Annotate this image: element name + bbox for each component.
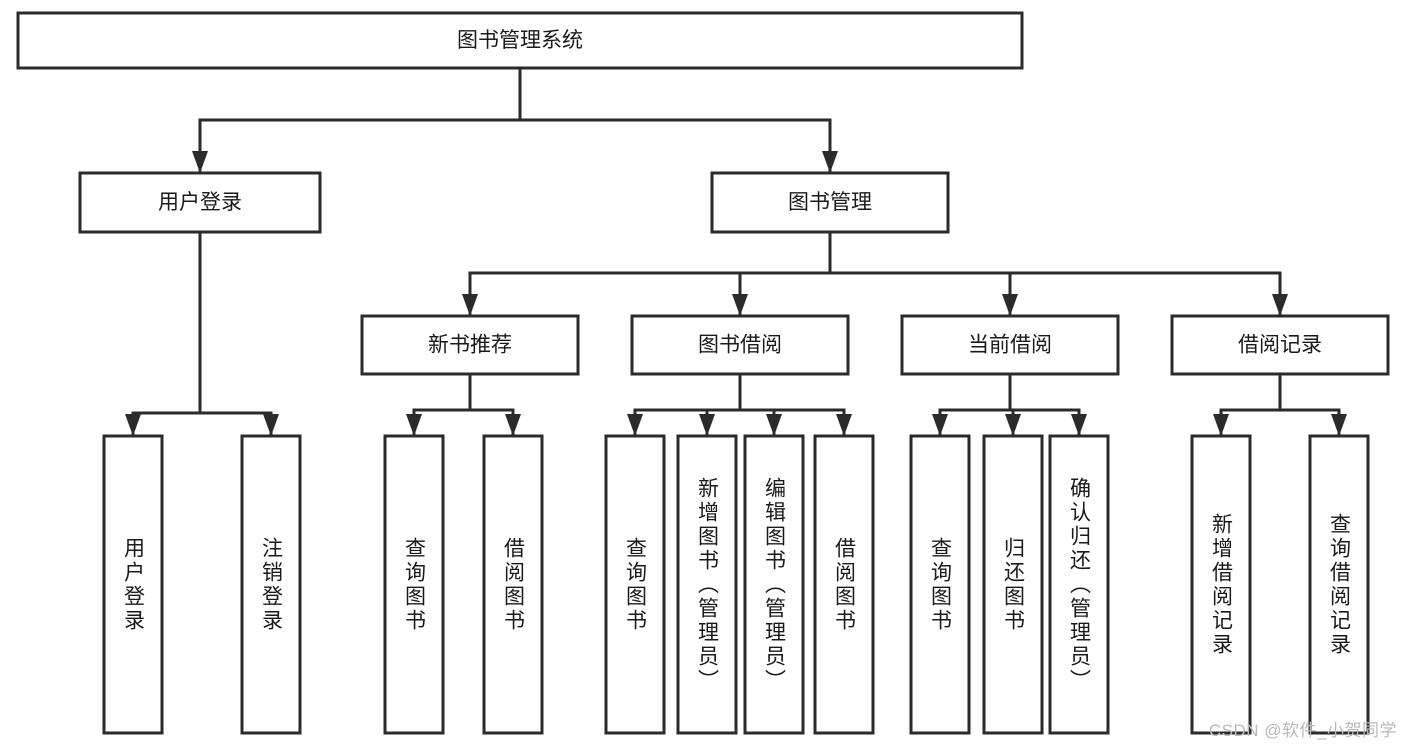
node-leaf-return-book-rect[interactable] (982, 434, 1044, 735)
node-root-rect[interactable] (16, 11, 1024, 70)
node-leaf-add-record[interactable] (1190, 434, 1252, 735)
edge-arrow-icon (263, 414, 279, 436)
edge-arrow-icon (192, 151, 208, 173)
edge-group-from-book-manage (462, 230, 1288, 317)
edge-group-from-user-login (125, 230, 279, 437)
watermark-text: CSDN @软件_小贺同学 (1208, 721, 1397, 740)
node-leaf-confirm-return[interactable] (1048, 434, 1110, 735)
node-book-manage-label: 图书管理 (788, 191, 872, 214)
edge-arrow-icon (1331, 414, 1347, 436)
edge-arrow-icon (732, 294, 748, 316)
edge-arrow-icon (836, 414, 852, 436)
node-leaf-query-book-2-rect[interactable] (604, 434, 666, 735)
edge-arrow-icon (932, 414, 948, 436)
node-borrow-record-rect[interactable] (1170, 314, 1390, 376)
node-leaf-query-book-1[interactable] (383, 434, 445, 735)
edge-arrow-icon (462, 294, 478, 316)
node-book-borrow[interactable]: 图书借阅 (630, 314, 850, 376)
node-current-borrow-rect[interactable] (900, 314, 1120, 376)
node-root[interactable]: 图书管理系统 (16, 11, 1024, 70)
node-current-borrow-label: 当前借阅 (968, 334, 1052, 357)
node-leaf-query-record[interactable] (1308, 434, 1370, 735)
edge-arrow-icon (766, 414, 782, 436)
edge-group-from-current-borrow (932, 372, 1087, 437)
node-new-book-recommend[interactable]: 新书推荐 (360, 314, 580, 376)
edge-arrow-icon (699, 414, 715, 436)
node-leaf-edit-book[interactable] (743, 434, 805, 735)
node-leaf-query-record-rect[interactable] (1308, 434, 1370, 735)
edge-group-from-root (192, 66, 838, 174)
node-leaf-edit-book-rect[interactable] (743, 434, 805, 735)
edge-arrow-icon (1002, 294, 1018, 316)
node-leaf-user-login-rect[interactable] (102, 434, 164, 735)
edge-arrow-icon (1071, 414, 1087, 436)
edge-arrow-icon (1213, 414, 1229, 436)
node-leaf-return-book[interactable] (982, 434, 1044, 735)
edge-arrow-icon (1272, 294, 1288, 316)
node-leaf-borrow-book-1[interactable] (482, 434, 544, 735)
node-new-book-recommend-label: 新书推荐 (428, 334, 512, 357)
edge-arrow-icon (125, 414, 141, 436)
node-new-book-recommend-rect[interactable] (360, 314, 580, 376)
edge-group-from-borrow-record (1213, 372, 1347, 437)
node-user-login-rect[interactable] (78, 171, 322, 234)
node-borrow-record[interactable]: 借阅记录 (1170, 314, 1390, 376)
node-leaf-borrow-book-2-rect[interactable] (813, 434, 875, 735)
edge-arrow-icon (822, 151, 838, 173)
edge-arrow-icon (1005, 414, 1021, 436)
node-leaf-logout-rect[interactable] (240, 434, 302, 735)
node-leaf-add-book-rect[interactable] (676, 434, 738, 735)
node-leaf-query-book-1-rect[interactable] (383, 434, 445, 735)
node-book-manage-rect[interactable] (710, 171, 950, 234)
node-root-label: 图书管理系统 (457, 29, 583, 52)
node-leaf-add-book[interactable] (676, 434, 738, 735)
edge-group-from-new-book-recommend (406, 372, 521, 437)
node-current-borrow[interactable]: 当前借阅 (900, 314, 1120, 376)
edge-arrow-icon (406, 414, 422, 436)
edges-layer (125, 66, 1347, 437)
edge-group-from-book-borrow (627, 372, 852, 437)
node-book-borrow-label: 图书借阅 (698, 334, 782, 357)
node-leaf-query-book-3[interactable] (909, 434, 971, 735)
node-leaf-borrow-book-2[interactable] (813, 434, 875, 735)
node-leaf-add-record-rect[interactable] (1190, 434, 1252, 735)
node-leaf-user-login[interactable] (102, 434, 164, 735)
node-book-borrow-rect[interactable] (630, 314, 850, 376)
node-leaf-logout[interactable] (240, 434, 302, 735)
edge-arrow-icon (505, 414, 521, 436)
node-borrow-record-label: 借阅记录 (1238, 334, 1322, 357)
node-user-login-label: 用户登录 (158, 191, 242, 214)
node-user-login[interactable]: 用户登录 (78, 171, 322, 234)
node-leaf-borrow-book-1-rect[interactable] (482, 434, 544, 735)
edge-arrow-icon (627, 414, 643, 436)
node-book-manage[interactable]: 图书管理 (710, 171, 950, 234)
node-leaf-query-book-3-rect[interactable] (909, 434, 971, 735)
node-leaf-query-book-2[interactable] (604, 434, 666, 735)
node-leaf-confirm-return-rect[interactable] (1048, 434, 1110, 735)
